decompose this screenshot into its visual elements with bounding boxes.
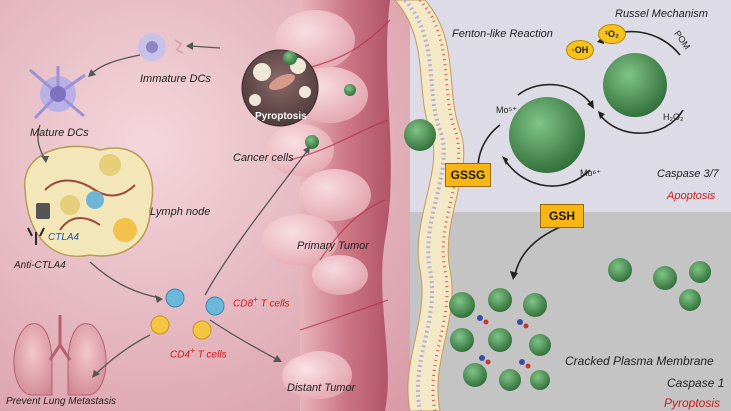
lungs-illustration xyxy=(13,315,107,396)
tumor-nanoparticle xyxy=(305,135,319,149)
lymph-node xyxy=(24,145,154,257)
mature-dc-cell xyxy=(29,66,86,120)
immature-dc-cell xyxy=(138,33,184,61)
cd4-suffix: T cells xyxy=(194,349,227,361)
distant-tumor-label: Distant Tumor xyxy=(287,382,356,394)
free-nanoparticles xyxy=(608,258,711,311)
caspase1-label: Caspase 1 xyxy=(667,376,725,390)
lymph-node-label: Lymph node xyxy=(150,206,211,218)
cd4-text: CD4 xyxy=(170,349,191,361)
pom-nanoparticle xyxy=(509,97,585,173)
mo5-label: Mo⁵⁺ xyxy=(496,105,517,115)
pyroptosis-circle-label: Pyroptosis xyxy=(255,111,307,122)
mature-dcs-label: Mature DCs xyxy=(30,127,89,139)
ctla4-label: CTLA4 xyxy=(48,232,80,243)
cd4-sup: + xyxy=(190,345,195,355)
cd8-text: CD8 xyxy=(233,298,254,310)
caspase37-label: Caspase 3/7 xyxy=(657,168,719,180)
cd8-sup: + xyxy=(253,294,258,304)
russel-nanoparticle xyxy=(603,53,667,117)
anti-ctla4-antibody xyxy=(27,227,45,245)
immature-dcs-label: Immature DCs xyxy=(140,73,211,85)
primary-tumor-label: Primary Tumor xyxy=(297,240,369,252)
pyroptosis-label: Pyroptosis xyxy=(664,396,721,410)
cracked-membrane-label: Cracked Plasma Membrane xyxy=(565,354,714,368)
distant-tumor-blob xyxy=(282,354,342,398)
russel-label: Russel Mechanism xyxy=(615,8,708,20)
singlet-o2-badge: ¹O₂ xyxy=(598,24,626,44)
cracked-cell-cluster xyxy=(449,288,551,391)
cancer-cells-label: Cancer cells xyxy=(233,152,294,164)
anti-ctla4-label: Anti-CTLA4 xyxy=(14,260,66,271)
tumor-nanoparticle xyxy=(344,84,356,96)
cd8-t-cells xyxy=(165,288,225,316)
cd4-t-cells xyxy=(150,315,212,340)
h2o2-label: H₂O₂ xyxy=(663,112,684,122)
gssg-box: GSSG xyxy=(445,163,491,187)
gsh-box: GSH xyxy=(540,204,584,228)
membrane-nanoparticle xyxy=(404,119,436,151)
fenton-label: Fenton-like Reaction xyxy=(452,28,553,40)
oh-badge: ·OH xyxy=(566,40,594,60)
cd4-label: CD4+ T cells xyxy=(170,345,227,360)
membrane-inner xyxy=(403,0,446,411)
pyroptosis-circle xyxy=(241,49,319,127)
prevent-lung-label: Prevent Lung Metastasis xyxy=(6,396,117,407)
left-arrowheads xyxy=(41,42,310,378)
cd8-label: CD8+ T cells xyxy=(233,294,290,309)
membrane-heads xyxy=(418,0,461,411)
mo6-label: Mo⁶⁺ xyxy=(580,168,601,178)
released-molecules xyxy=(477,315,531,369)
left-flow-arrows xyxy=(37,45,309,376)
cd8-suffix: T cells xyxy=(257,298,290,310)
apoptosis-label: Apoptosis xyxy=(667,190,716,202)
